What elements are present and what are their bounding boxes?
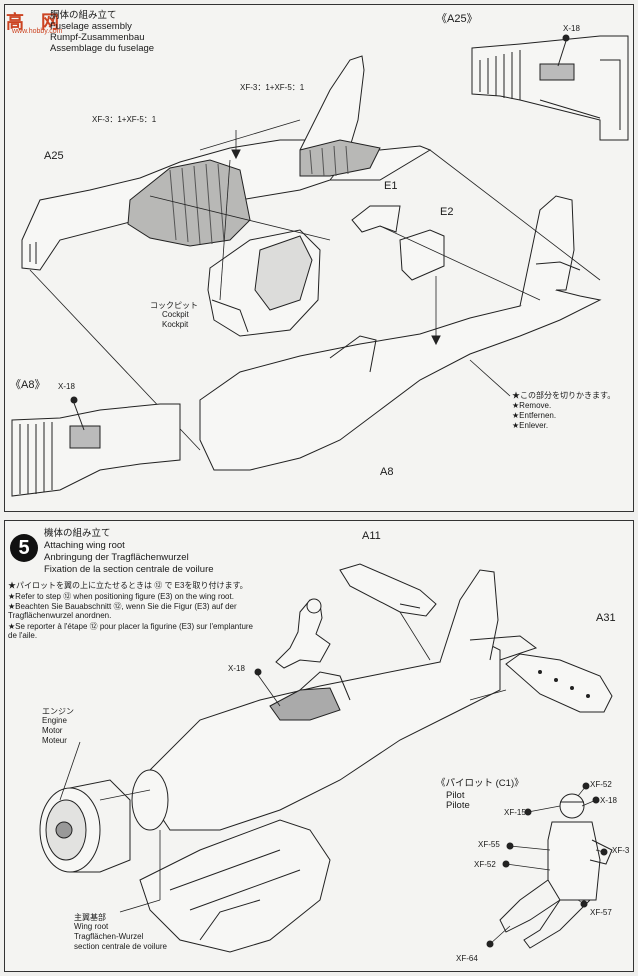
watermark-main: 高 网 (6, 12, 66, 32)
pilot-label-en: Pilot (446, 790, 465, 801)
color-callout-left: XF-3：1+XF-5：1 (92, 115, 157, 124)
step5-note-fr2: de l'aile. (8, 631, 38, 640)
pilot-label-fr: Pilote (446, 800, 470, 811)
remove-note-de: ★Entfernen. (512, 411, 557, 420)
a25-detail-inset (471, 34, 629, 141)
a8-detail-inset (11, 396, 181, 497)
color-callout-right: XF-3：1+XF-5：1 (240, 83, 305, 92)
part-e1-label: E1 (384, 180, 398, 192)
engine-label-de: Motor (42, 726, 63, 735)
pilot-color-xf52-mid: XF-52 (474, 860, 496, 869)
view-a8-label: 《A8》 (10, 379, 46, 391)
step5-note-en: ★Refer to step ⑫ when positioning figure… (8, 592, 234, 601)
step5-title-de: Anbringung der Tragflächenwurzel (44, 552, 189, 563)
part-a11-label: A11 (362, 530, 381, 542)
wingroot-label-en: Wing root (74, 922, 109, 931)
pilot-figure (486, 782, 613, 949)
step5-title-fr: Fixation de la section centrale de voilu… (44, 564, 214, 575)
pilot-color-xf15: XF-15 (504, 808, 526, 817)
fuselage-title-de: Rumpf-Zusammenbau (50, 32, 145, 43)
step5-note-de1: ★Beachten Sie Bauabschnitt ⑫, wenn Sie d… (8, 602, 237, 611)
fuselage-title-en: Fuselage assembly (50, 21, 132, 32)
wingroot-label-jp: 主翼基部 (74, 913, 106, 922)
cockpit-label-jp: コックピット (150, 301, 198, 310)
part-a25-label: A25 (44, 150, 64, 162)
pilot-color-xf52-top: XF-52 (590, 780, 612, 789)
cockpit-label-en: Cockpit (162, 310, 189, 319)
step5-title-en: Attaching wing root (44, 540, 125, 551)
pilot-color-xf57: XF-57 (590, 908, 612, 917)
pilot-color-xf64: XF-64 (456, 954, 478, 963)
fuselage-title-jp: 胴体の組み立て (50, 10, 117, 21)
pilot-color-x18: X-18 (600, 796, 617, 805)
part-e2-label: E2 (440, 206, 454, 218)
view-a25-label: 《A25》 (436, 13, 478, 25)
fuselage-title-fr: Assemblage du fuselage (50, 43, 155, 54)
engine-label-en: Engine (42, 716, 67, 725)
pilot-color-xf55: XF-55 (478, 840, 500, 849)
engine-label-fr: Moteur (42, 736, 67, 745)
x18-step5-label: X-18 (228, 664, 245, 673)
part-a31-label: A31 (596, 612, 616, 624)
step5-note-jp: ★パイロットを翼の上に立たせるときは ⑫ で E3を取り付けます。 (8, 581, 248, 590)
remove-note-jp: ★この部分を切りかきます。 (512, 391, 616, 400)
step-number-badge: 5 (10, 534, 38, 562)
wingroot-label-de: Tragflächen-Wurzel (74, 932, 144, 941)
remove-note-en: ★Remove. (512, 401, 552, 410)
cockpit-label-de: Kockpit (162, 320, 189, 329)
step5-note-fr1: ★Se reporter à l'étape ⑫ pour placer la … (8, 622, 254, 631)
pilot-color-xf3: XF-3 (612, 846, 630, 855)
step5-note-de2: Tragflächenwurzel anordnen. (8, 611, 112, 620)
watermark-sub: www.hobby.com (12, 28, 63, 35)
engine-label-jp: エンジン (42, 707, 74, 716)
step5-title-jp: 機体の組み立て (44, 528, 111, 539)
pilot-label-jp: 《パイロット (C1)》 (436, 778, 524, 789)
remove-note-fr: ★Enlever. (512, 421, 549, 430)
wingroot-label-fr: section centrale de voilure (74, 942, 167, 951)
x18-a8-label: X-18 (58, 382, 75, 391)
watermark-logo: 高 网 www.hobby.com (6, 8, 68, 36)
x18-a25-label: X-18 (563, 24, 580, 33)
part-a8-label: A8 (380, 466, 394, 478)
